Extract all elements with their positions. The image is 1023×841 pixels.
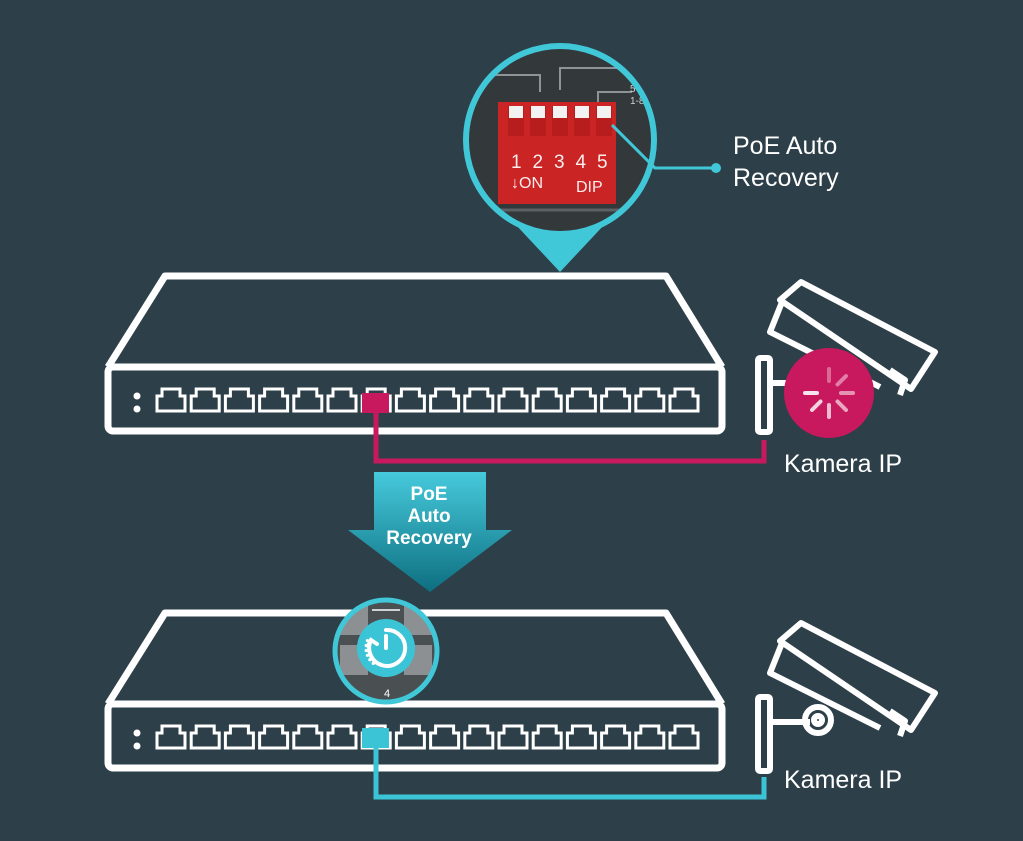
callout-line1: PoE Auto — [733, 132, 838, 160]
ethernet-port — [634, 387, 666, 413]
ethernet-port — [189, 724, 221, 750]
dip-lever — [531, 106, 545, 118]
bottom-ip-camera — [755, 620, 938, 774]
ethernet-port — [155, 387, 187, 413]
dip-number: 5 — [597, 152, 608, 173]
bottom-recovered-port — [362, 728, 389, 748]
arrow-label: PoE Auto Recovery — [370, 484, 488, 550]
arrow-line3: Recovery — [386, 528, 472, 549]
dip-number: 2 — [533, 152, 544, 173]
ethernet-port — [326, 724, 358, 750]
top-fault-cable — [373, 413, 767, 464]
top-camera-label: Kamera IP — [784, 450, 903, 478]
callout-leader-line — [610, 123, 715, 170]
ethernet-port — [189, 387, 221, 413]
ethernet-port — [326, 387, 358, 413]
arrow-line2: Auto — [407, 506, 451, 527]
ethernet-port — [394, 724, 426, 750]
ethernet-port — [600, 387, 632, 413]
ethernet-port — [292, 387, 324, 413]
bottom-recovered-cable — [373, 748, 767, 800]
spinner-segment — [835, 399, 848, 412]
ethernet-port — [463, 387, 495, 413]
ethernet-port — [155, 724, 187, 750]
ethernet-port — [223, 724, 255, 750]
callout-line2: Recovery — [733, 164, 839, 192]
top-ethernet-ports — [155, 387, 700, 413]
ethernet-port — [668, 724, 700, 750]
callout-label: PoE Auto Recovery — [733, 130, 839, 194]
poe-auto-recovery-arrow — [348, 472, 512, 592]
dip-number: 3 — [554, 152, 565, 173]
arrow-line1: PoE — [410, 484, 448, 505]
recovery-trail-dot — [364, 643, 368, 648]
ethernet-port — [497, 724, 529, 750]
recovery-trail-dot — [364, 648, 368, 653]
port-recovery-zoom: 4 — [332, 597, 440, 705]
top-fault-port — [362, 393, 389, 413]
bottom-camera-label: Kamera IP — [784, 766, 903, 794]
ethernet-port — [258, 387, 290, 413]
dip-lever — [597, 106, 611, 118]
svg-text:DIP: DIP — [576, 179, 603, 196]
ethernet-port — [565, 387, 597, 413]
svg-text:↓ON: ↓ON — [511, 175, 543, 192]
recovery-trail-dot — [371, 661, 375, 666]
ethernet-port — [565, 724, 597, 750]
spinner-segment — [835, 374, 848, 387]
ethernet-port — [668, 387, 700, 413]
ethernet-port — [429, 724, 461, 750]
ethernet-port — [223, 387, 255, 413]
svg-text:4: 4 — [384, 688, 390, 700]
camera-loading-icon — [784, 348, 874, 438]
svg-text:5: 5 — [630, 84, 636, 95]
recovery-trail-dot — [365, 653, 370, 657]
ethernet-port — [531, 724, 563, 750]
dip-lever — [509, 106, 523, 118]
ethernet-port — [600, 724, 632, 750]
spinner-segment — [810, 399, 823, 412]
bottom-ethernet-ports — [155, 724, 700, 750]
svg-text:1-8: 1-8 — [630, 96, 645, 107]
top-switch — [104, 272, 726, 435]
ethernet-port — [531, 387, 563, 413]
dip-number: 1 — [511, 152, 522, 173]
recovery-trail-dot — [368, 658, 372, 662]
callout-dot — [711, 163, 721, 173]
ethernet-port — [394, 387, 426, 413]
ethernet-port — [258, 724, 290, 750]
dip-lever — [575, 106, 589, 118]
ethernet-port — [292, 724, 324, 750]
dip-number: 4 — [576, 152, 587, 173]
recovery-trail-dot — [365, 639, 370, 643]
ethernet-port — [429, 387, 461, 413]
dip-lever — [553, 106, 567, 118]
ethernet-port — [497, 387, 529, 413]
ethernet-port — [463, 724, 495, 750]
ethernet-port — [634, 724, 666, 750]
power-recovery-icon — [366, 627, 408, 668]
